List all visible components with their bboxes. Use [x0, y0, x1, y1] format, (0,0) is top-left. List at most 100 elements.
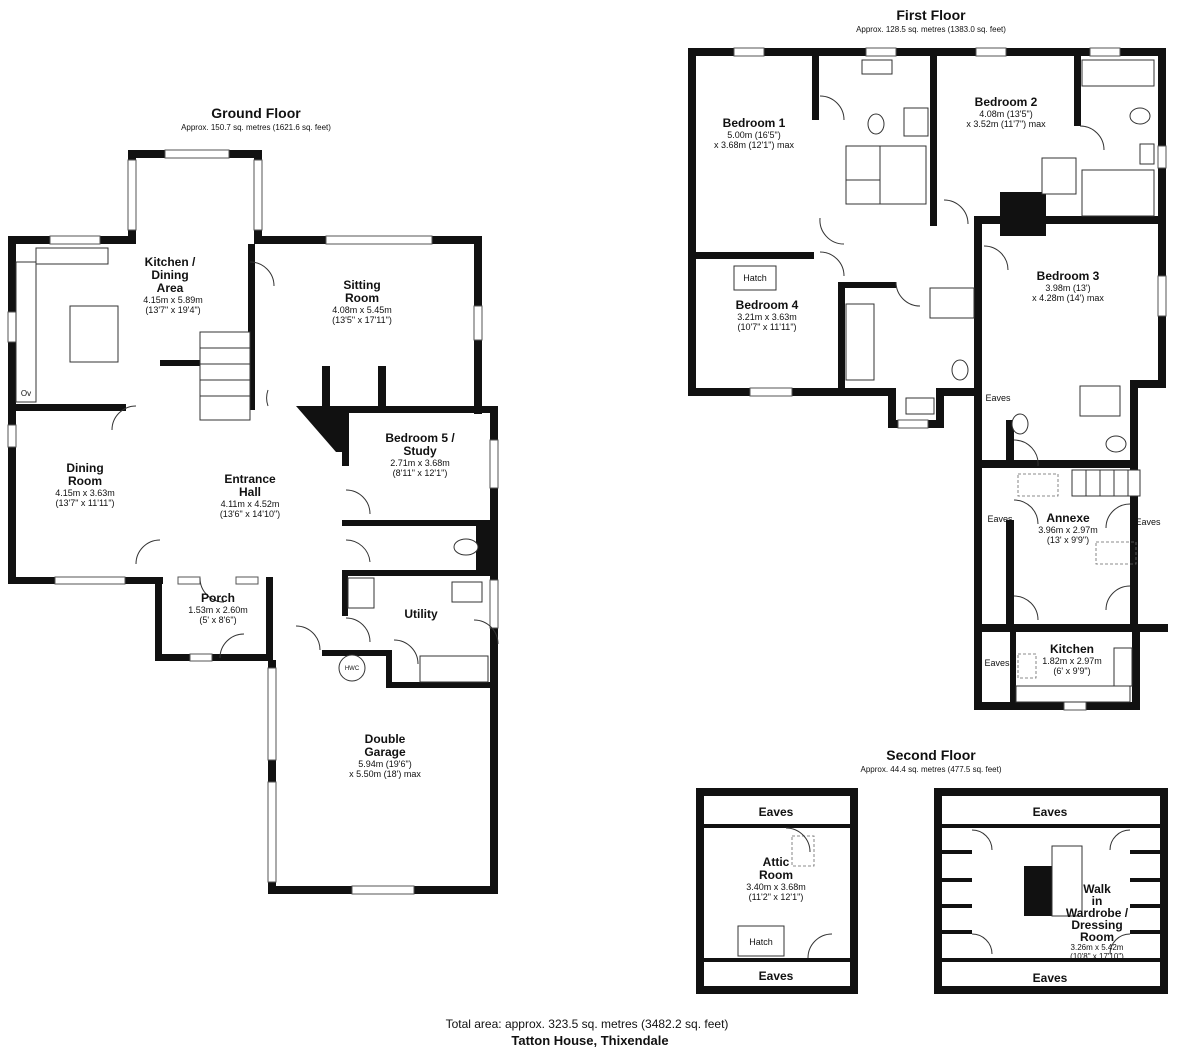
- room-dimensions: (13'5" x 17'11"): [332, 315, 392, 325]
- room-dimensions: (13'6" x 14'10"): [220, 509, 280, 519]
- first-floor-title: First Floor: [896, 7, 966, 23]
- room-name: Garage: [364, 745, 406, 759]
- oven-label: Ov: [21, 389, 31, 398]
- room-bedroom-2: Bedroom 2 4.08m (13'5") x 3.52m (11'7") …: [966, 95, 1046, 129]
- room-name: Utility: [404, 607, 438, 621]
- hwc-label: HWC: [345, 666, 360, 672]
- property-address: Tatton House, Thixendale: [511, 1033, 668, 1048]
- room-dimensions: (5' x 8'6"): [199, 615, 236, 625]
- room-name: Walk: [1083, 882, 1111, 896]
- room-double-garage: Double Garage 5.94m (19'6") x 5.50m (18'…: [349, 732, 421, 779]
- room-bedroom-5-study: Bedroom 5 / Study 2.71m x 3.68m (8'11" x…: [385, 431, 455, 478]
- room-entrance-hall: Entrance Hall 4.11m x 4.52m (13'6" x 14'…: [220, 472, 280, 519]
- room-dimensions: 1.82m x 2.97m: [1042, 656, 1102, 666]
- ground-floor-title: Ground Floor: [211, 105, 301, 121]
- room-name: Area: [157, 281, 184, 295]
- second-floor-title: Second Floor: [886, 747, 976, 763]
- room-dining-room: Dining Room 4.15m x 3.63m (13'7" x 11'11…: [55, 461, 115, 508]
- eaves-label: Eaves: [759, 805, 794, 819]
- room-name: Dining: [151, 268, 188, 282]
- room-dimensions: 3.26m x 5.42m: [1071, 943, 1124, 952]
- hatch-label: Hatch: [743, 273, 767, 283]
- first-floor-eaves-labels: Eaves Eaves Eaves Eaves: [984, 393, 1161, 668]
- room-annexe-kitchen: Kitchen 1.82m x 2.97m (6' x 9'9"): [1042, 642, 1102, 676]
- total-area: Total area: approx. 323.5 sq. metres (34…: [446, 1017, 729, 1031]
- room-dimensions: 4.15m x 5.89m: [143, 295, 203, 305]
- room-name: Room: [68, 474, 102, 488]
- first-floor: First Floor Approx. 128.5 sq. metres (13…: [688, 7, 1168, 711]
- room-name: Dining: [66, 461, 103, 475]
- room-dimensions: 3.98m (13'): [1045, 283, 1090, 293]
- room-name: Sitting: [343, 278, 380, 292]
- room-annexe: Annexe 3.96m x 2.97m (13' x 9'9"): [1038, 511, 1098, 545]
- room-walk-in-wardrobe: Walk in Wardrobe / Dressing Room 3.26m x…: [1033, 805, 1129, 985]
- room-sitting-room: Sitting Room 4.08m x 5.45m (13'5" x 17'1…: [332, 278, 392, 325]
- room-name: Porch: [201, 591, 235, 605]
- room-name: Room: [345, 291, 379, 305]
- room-dimensions: 3.40m x 3.68m: [746, 882, 806, 892]
- attic-walls: Hatch: [696, 788, 858, 994]
- eaves-label: Eaves: [1135, 517, 1161, 527]
- room-name: Bedroom 5 /: [385, 431, 455, 445]
- eaves-label: Eaves: [987, 514, 1013, 524]
- room-bedroom-4: Bedroom 4 3.21m x 3.63m (10'7" x 11'11"): [736, 298, 799, 332]
- room-dimensions: (11'2" x 12'1"): [749, 892, 804, 902]
- eaves-label: Eaves: [1033, 805, 1068, 819]
- eaves-label: Eaves: [759, 969, 794, 983]
- room-dimensions: (13'7" x 19'4"): [145, 305, 200, 315]
- room-porch: Porch 1.53m x 2.60m (5' x 8'6"): [188, 591, 248, 625]
- room-name: Bedroom 4: [736, 298, 799, 312]
- eaves-label: Eaves: [985, 393, 1011, 403]
- ground-floor-fixtures: HWC Ov: [15, 247, 499, 683]
- room-name: Study: [403, 444, 437, 458]
- room-dimensions: (13' x 9'9"): [1047, 535, 1089, 545]
- first-floor-windows: [733, 47, 1167, 711]
- room-dimensions: x 3.68m (12'1") max: [714, 140, 794, 150]
- room-name: in: [1092, 894, 1103, 908]
- ground-floor-windows: [7, 149, 499, 895]
- room-name: Bedroom 2: [975, 95, 1038, 109]
- room-name: Kitchen: [1050, 642, 1094, 656]
- room-dimensions: (8'11" x 12'1"): [393, 468, 448, 478]
- room-dimensions: 4.11m x 4.52m: [221, 499, 280, 509]
- ground-floor-area: Approx. 150.7 sq. metres (1621.6 sq. fee…: [181, 123, 331, 132]
- room-dimensions: 5.00m (16'5"): [727, 130, 780, 140]
- room-name: Entrance: [224, 472, 276, 486]
- hatch-label: Hatch: [749, 937, 773, 947]
- room-dimensions: 5.94m (19'6"): [358, 759, 411, 769]
- room-kitchen-dining: Kitchen / Dining Area 4.15m x 5.89m (13'…: [143, 255, 203, 315]
- room-name: Annexe: [1046, 511, 1090, 525]
- second-floor-area: Approx. 44.4 sq. metres (477.5 sq. feet): [861, 765, 1002, 774]
- room-dimensions: 3.21m x 3.63m: [737, 312, 797, 322]
- room-name: Double: [365, 732, 406, 746]
- first-floor-fixtures: Hatch: [733, 59, 1155, 703]
- room-dimensions: 2.71m x 3.68m: [390, 458, 450, 468]
- room-dimensions: 4.15m x 3.63m: [55, 488, 115, 498]
- room-name: Attic: [763, 855, 790, 869]
- room-dimensions: (13'7" x 11'11"): [55, 498, 114, 508]
- room-name: Wardrobe /: [1066, 906, 1129, 920]
- room-dimensions: 3.96m x 2.97m: [1038, 525, 1098, 535]
- room-attic: Attic Room 3.40m x 3.68m (11'2" x 12'1")…: [746, 805, 806, 983]
- room-dimensions: 1.53m x 2.60m: [188, 605, 248, 615]
- room-name: Dressing: [1071, 918, 1122, 932]
- second-floor: Second Floor Approx. 44.4 sq. metres (47…: [696, 747, 1168, 994]
- first-floor-area: Approx. 128.5 sq. metres (1383.0 sq. fee…: [856, 25, 1006, 34]
- room-dimensions: (10'8" x 17'10"): [1070, 952, 1124, 961]
- room-dimensions: (10'7" x 11'11"): [737, 322, 796, 332]
- wardrobe-walls: [934, 788, 1168, 994]
- eaves-label: Eaves: [984, 658, 1010, 668]
- room-dimensions: x 4.28m (14') max: [1032, 293, 1104, 303]
- room-dimensions: 4.08m x 5.45m: [332, 305, 392, 315]
- room-bedroom-3: Bedroom 3 3.98m (13') x 4.28m (14') max: [1032, 269, 1104, 303]
- room-dimensions: (6' x 9'9"): [1053, 666, 1090, 676]
- room-dimensions: x 5.50m (18') max: [349, 769, 421, 779]
- room-name: Room: [1080, 930, 1114, 944]
- room-bedroom-1: Bedroom 1 5.00m (16'5") x 3.68m (12'1") …: [714, 116, 794, 150]
- room-name: Hall: [239, 485, 261, 499]
- room-name: Bedroom 3: [1037, 269, 1100, 283]
- eaves-label: Eaves: [1033, 971, 1068, 985]
- ground-floor: Ground Floor Approx. 150.7 sq. metres (1…: [7, 105, 499, 895]
- room-dimensions: x 3.52m (11'7") max: [966, 119, 1046, 129]
